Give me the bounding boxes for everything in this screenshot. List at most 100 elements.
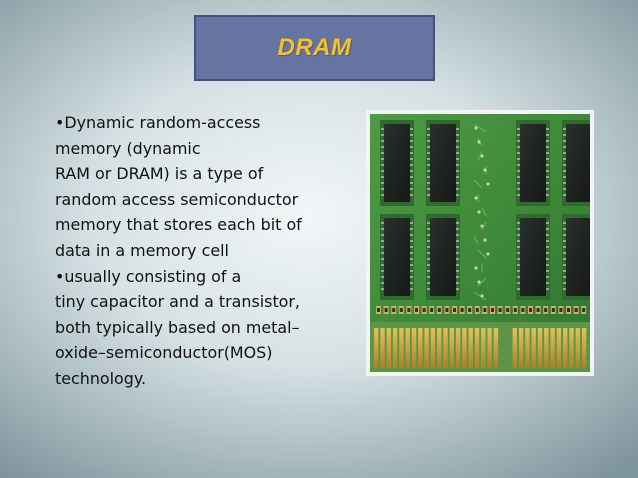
chip-pin [517,258,520,260]
chip-pin [427,228,430,230]
chip-pin [546,140,549,142]
chip-pin [381,228,384,230]
via [480,154,484,158]
chip-pin [563,152,566,154]
chip-pin [410,128,413,130]
chip-pin [410,252,413,254]
chip-pin [410,240,413,242]
gold-contact [430,328,436,368]
smd-body [498,308,502,312]
chip-pin [381,194,384,196]
chip-pin [410,276,413,278]
chip-pin [410,140,413,142]
chip-pin [381,176,384,178]
chip-pin [517,252,520,254]
gold-contact [512,328,517,368]
smd-body [483,308,487,312]
chip-pin [456,146,459,148]
smd-body [536,308,540,312]
chip-pin [517,176,520,178]
chip-pin [517,164,520,166]
chip-pin [410,158,413,160]
chip-pin [410,170,413,172]
gold-contact [481,328,486,368]
chip-pin [517,140,520,142]
chip-pin [410,182,413,184]
via [486,182,490,186]
chip-pin [410,188,413,190]
chip-pin [456,288,459,290]
chip-pin [517,270,520,272]
trace [473,123,487,133]
chip-pin [517,276,520,278]
chip-pin [517,158,520,160]
chip-pin [517,246,520,248]
gold-contact [556,328,562,368]
chip-pin [563,146,566,148]
gold-contact [374,328,379,368]
chip-pin [381,182,384,184]
chip-pin [427,158,430,160]
chip-pin [427,222,430,224]
trace [481,207,487,217]
chip-pin [427,194,430,196]
gold-contacts [374,328,587,368]
chip-pin [410,164,413,166]
chip-pin [381,128,384,130]
chip-pin [456,176,459,178]
gold-contact [474,328,480,368]
body-line: •usually consisting of a [55,266,242,286]
dram-module-image [366,110,594,376]
via [474,126,478,130]
trace [477,277,487,287]
memory-chip [430,124,456,202]
chip-pin [563,140,566,142]
chip-pin [427,188,430,190]
chip-pin [546,188,549,190]
chip-pin [410,264,413,266]
memory-chip [566,124,590,202]
chip-pin [381,246,384,248]
chip-pin [381,234,384,236]
slide-title: DRAM [277,34,352,61]
chip-pin [546,228,549,230]
chip-pin [427,258,430,260]
smd-body [384,308,388,312]
chip-pin [456,182,459,184]
body-text: •Dynamic random-access memory (dynamic R… [55,110,375,392]
smd-body [551,308,555,312]
chip-pin [546,282,549,284]
chip-pin [563,222,566,224]
chip-pin [517,128,520,130]
chip-pin [427,252,430,254]
chip-pin [410,152,413,154]
gold-contact [518,328,524,368]
smd-body [437,308,441,312]
chip-pin [546,128,549,130]
chip-pin [410,194,413,196]
smd-body [453,308,456,312]
smd-body [582,308,586,312]
body-line: tiny capacitor and a transistor, [55,292,300,312]
chip-pin [381,258,384,260]
gold-contact [405,328,410,368]
chip-pin [546,176,549,178]
chip-pin [517,182,520,184]
chip-pin [456,240,459,242]
chip-pin [456,222,459,224]
via [480,224,484,228]
chip-pin [410,228,413,230]
chip-pin [517,240,520,242]
chip-pin [517,222,520,224]
chip-pin [546,276,549,278]
chip-pin [546,182,549,184]
chip-pin [410,234,413,236]
gold-contact [537,328,543,368]
chip-pin [456,164,459,166]
chip-pin [381,240,384,242]
gold-contact [449,328,454,368]
chip-pin [456,152,459,154]
gold-contact [399,328,404,368]
chip-pin [427,146,430,148]
chip-pin [517,288,520,290]
